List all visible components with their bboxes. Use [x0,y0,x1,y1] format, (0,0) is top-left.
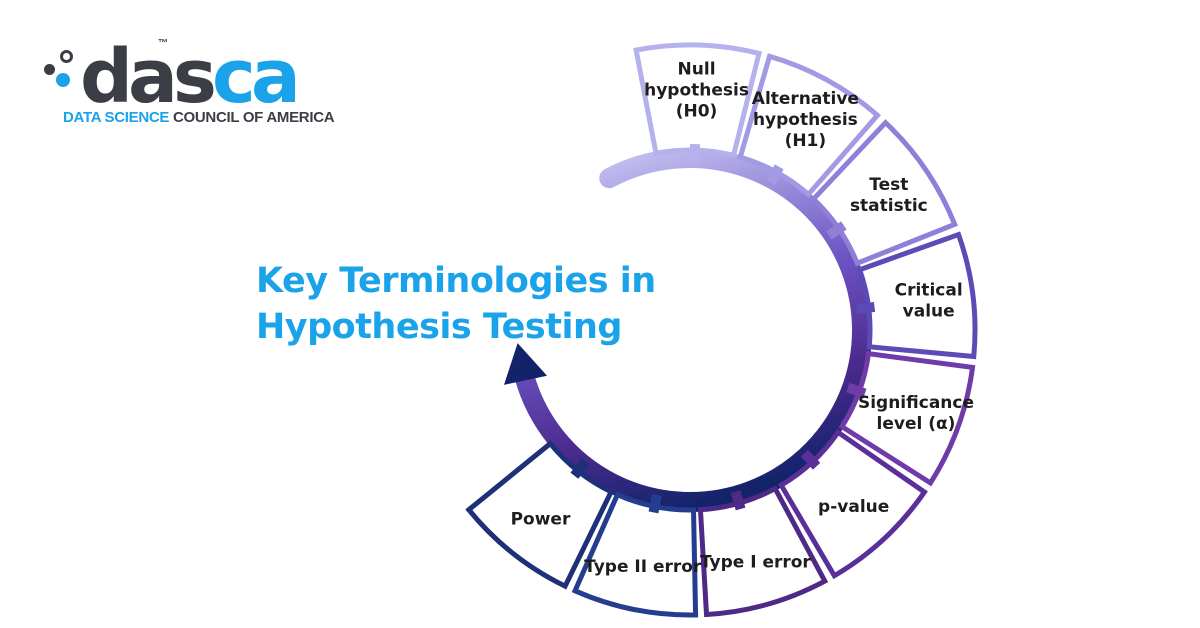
term-label-line: (H1) [785,131,827,151]
term-segment-shape [838,350,976,487]
page-title: Key Terminologies in Hypothesis Testing [256,258,726,350]
term-connector [570,458,590,479]
logo-dot-small [44,64,55,75]
logo-trademark: ™ [158,38,168,49]
logo-word-accent: ca [211,34,301,120]
logo-tagline-accent: DATA SCIENCE [63,109,170,126]
page-title-line-2: Hypothesis Testing [256,307,622,347]
term-label-line: Test [869,175,908,195]
term-label: Power [511,509,571,529]
term-segment-shape [465,440,615,590]
term-segment-shape [777,428,928,580]
term-segment-shape [571,491,699,618]
term-label-line: hypothesis [753,110,858,130]
logo-dot-medium [56,73,70,87]
logo-tagline: DATA SCIENCE COUNCIL OF AMERICA [63,109,335,126]
cycle-arrow-head [503,343,548,385]
page-title-line-1: Key Terminologies in [256,261,656,301]
term-label: Type II error [584,557,702,577]
term-segment-shape [737,53,881,198]
term-label-line: level (α) [877,414,956,434]
dasca-logo: dasca ™ DATA SCIENCE COUNCIL OF AMERICA [40,38,335,135]
term-connector [766,164,784,185]
term-connector [856,302,876,315]
cycle-ring-stroke [514,148,872,512]
term-label-line: Significance [858,393,974,413]
term-connector [846,382,867,399]
term-segment: Power [465,440,615,590]
term-segment: p-value [777,428,928,580]
term-segment-shape [697,485,829,618]
term-segment: Type I error [697,485,829,618]
term-label-line: Power [511,509,571,529]
term-connector [730,490,746,511]
term-label-line: value [903,302,955,322]
term-label-line: p-value [818,497,889,517]
term-label: p-value [818,497,889,517]
term-connector [826,221,847,240]
term-label: Type I error [700,552,811,572]
term-connector [800,449,821,470]
term-label-line: Type II error [584,557,702,577]
term-label-line: (H0) [676,102,718,122]
term-label-line: Type I error [700,552,811,572]
term-segment-shape [809,119,958,267]
term-label-line: Critical [895,281,963,301]
cycle-arrow [503,343,548,385]
term-label-line: hypothesis [644,81,749,101]
term-segment: Type II error [571,491,702,618]
term-segment-shape [856,231,978,360]
term-connector [648,493,662,514]
logo-dot-ring [60,50,73,63]
term-label-line: Alternative [752,89,859,109]
term-segment-shape [633,42,763,159]
logo-word-dark: das [80,34,217,120]
logo-wordmark: dasca [80,40,301,114]
cycle-ring [514,148,872,512]
term-label-line: Null [678,60,716,80]
term-label-line: statistic [850,196,928,216]
logo-tagline-dark: COUNCIL OF AMERICA [169,109,335,126]
